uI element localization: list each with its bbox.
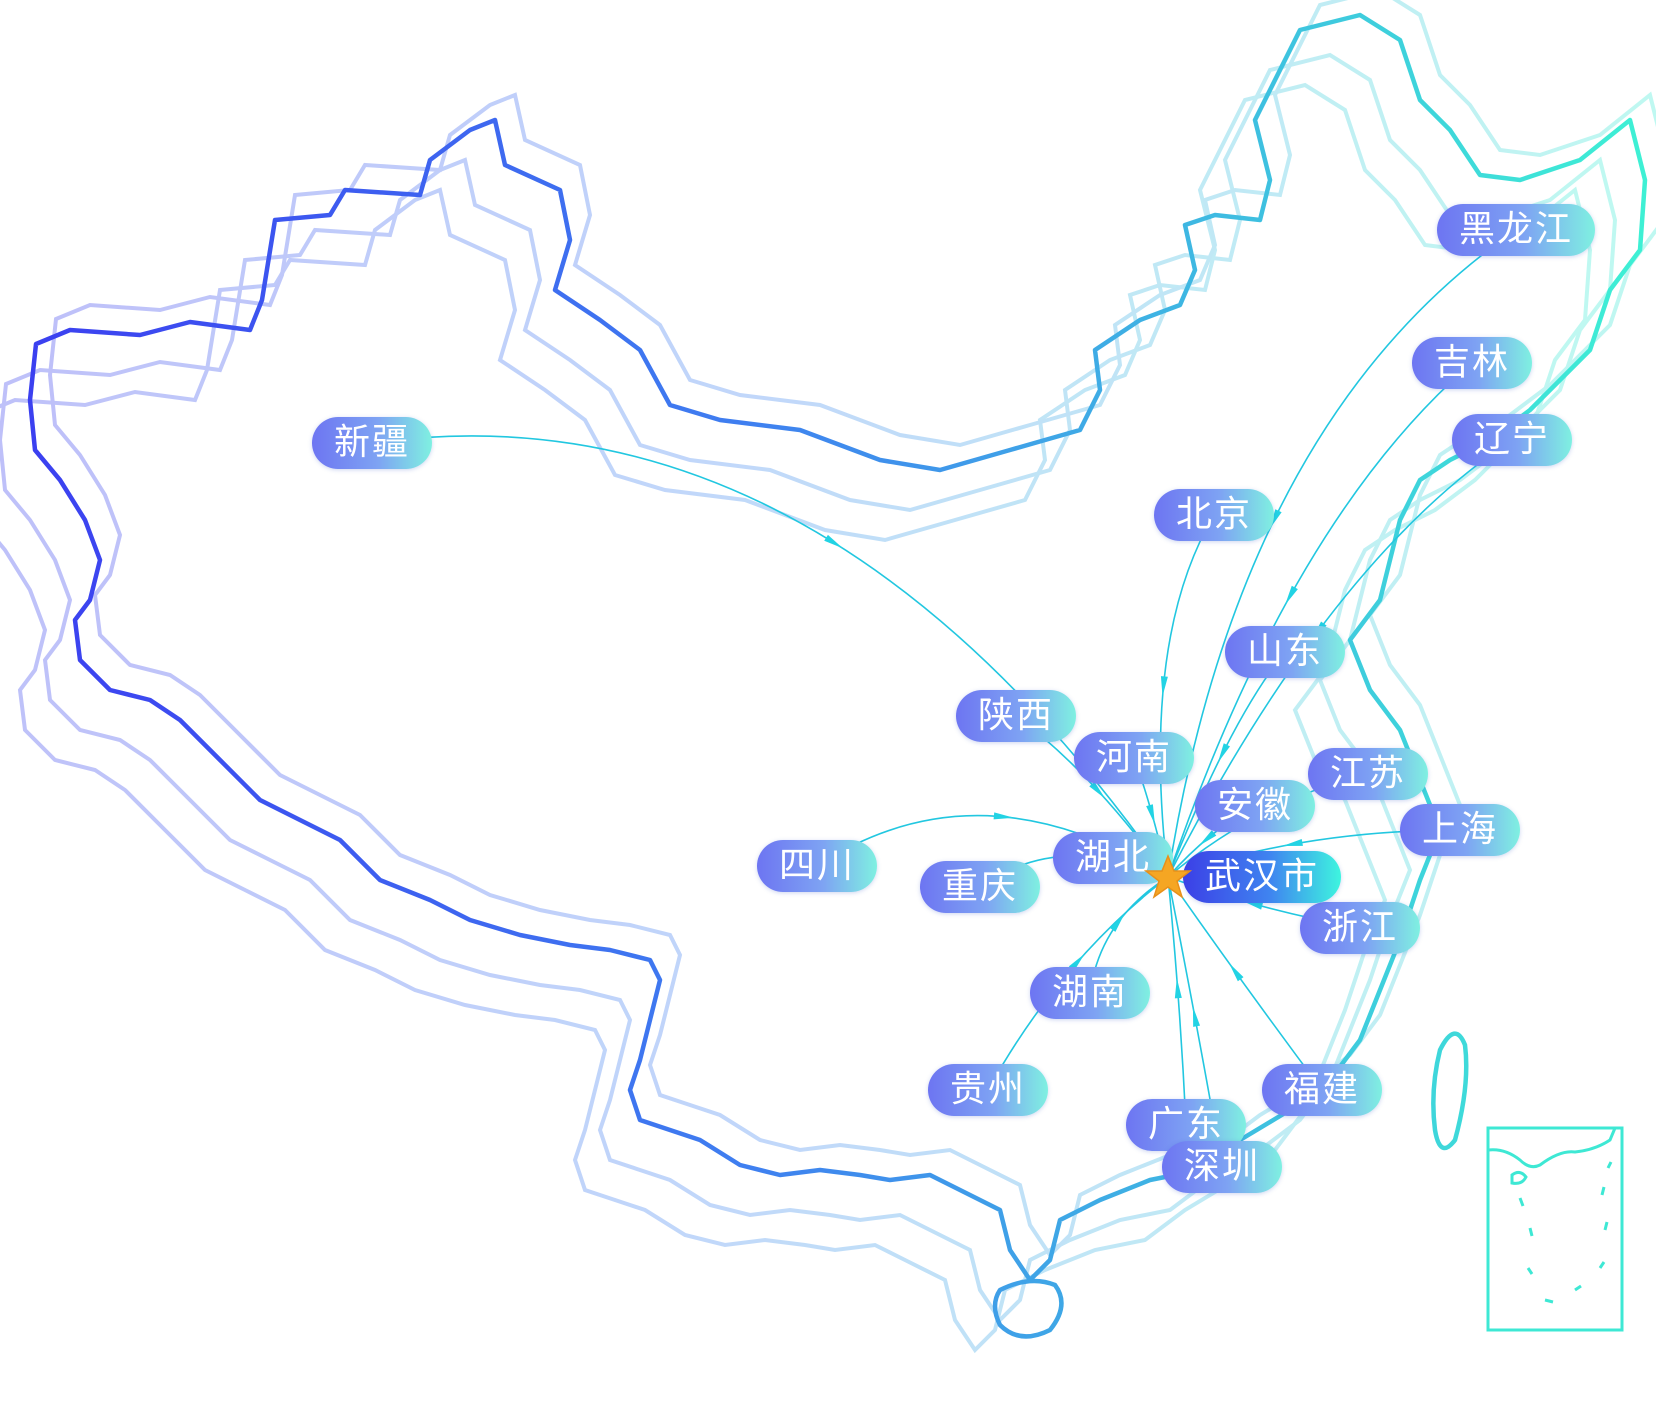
arrowhead-icon xyxy=(824,534,844,549)
arrowhead-icon xyxy=(1228,963,1244,982)
province-label-henan[interactable]: 河南 xyxy=(1073,732,1195,784)
arrowhead-icon xyxy=(1269,509,1282,529)
province-label-fujian[interactable]: 福建 xyxy=(1261,1064,1383,1116)
province-label-jilin[interactable]: 吉林 xyxy=(1411,337,1533,389)
province-label-shaanxi[interactable]: 陕西 xyxy=(955,690,1077,742)
map-outline-echo-path xyxy=(0,82,1593,1354)
flow-line-fujian xyxy=(1167,876,1323,1091)
map-outline-echo xyxy=(0,0,1656,1354)
province-label-beijing[interactable]: 北京 xyxy=(1153,489,1275,541)
taiwan-outline xyxy=(1431,1031,1469,1151)
province-label-jiangsu[interactable]: 江苏 xyxy=(1307,748,1429,800)
province-label-zhejiang[interactable]: 浙江 xyxy=(1299,902,1421,954)
map-outline-path xyxy=(27,12,1648,1283)
arrowhead-icon xyxy=(993,812,1014,820)
arrowhead-icon xyxy=(1160,676,1168,697)
flow-lines xyxy=(371,229,1517,1168)
arrowhead-icon xyxy=(1282,839,1303,846)
arrowhead-icon xyxy=(1068,953,1085,972)
arrowhead-icon xyxy=(1217,743,1231,763)
center-city-label[interactable]: 武汉市 xyxy=(1182,851,1342,903)
province-label-heilongjiang[interactable]: 黑龙江 xyxy=(1436,204,1596,256)
arrowhead-icon xyxy=(1192,1006,1201,1027)
flow-line-xinjiang xyxy=(371,435,1169,878)
province-label-sichuan[interactable]: 四川 xyxy=(756,840,878,892)
arrowhead-icon xyxy=(1089,781,1106,799)
province-label-anhui[interactable]: 安徽 xyxy=(1194,780,1316,832)
star-icon xyxy=(1144,853,1192,899)
province-label-xinjiang[interactable]: 新疆 xyxy=(311,417,433,469)
arrowhead-icon xyxy=(1285,585,1298,605)
province-label-shandong[interactable]: 山东 xyxy=(1224,626,1346,678)
province-label-liaoning[interactable]: 辽宁 xyxy=(1451,414,1573,466)
arrowhead-icon xyxy=(1174,978,1182,999)
arrowhead-icon xyxy=(1146,804,1155,825)
province-label-chongqing[interactable]: 重庆 xyxy=(919,861,1041,913)
province-label-guizhou[interactable]: 贵州 xyxy=(927,1064,1049,1116)
province-label-shenzhen[interactable]: 深圳 xyxy=(1161,1141,1283,1193)
map-outline xyxy=(27,12,1648,1339)
south-china-sea-inset xyxy=(1486,1126,1624,1332)
province-label-shanghai[interactable]: 上海 xyxy=(1399,804,1521,856)
hainan-outline xyxy=(992,1278,1064,1339)
arrowhead-icon xyxy=(1242,901,1263,910)
map-outline-echo-path xyxy=(0,52,1618,1324)
flow-line-beijing xyxy=(1159,514,1215,878)
flow-line-jilin xyxy=(1167,362,1473,878)
map-outline-echo-path xyxy=(47,0,1656,1259)
flow-line-guangdong xyxy=(1167,876,1187,1126)
province-label-hunan[interactable]: 湖南 xyxy=(1029,967,1151,1019)
arrowhead-icon xyxy=(1198,830,1217,846)
arrowhead-icon xyxy=(1109,913,1125,932)
